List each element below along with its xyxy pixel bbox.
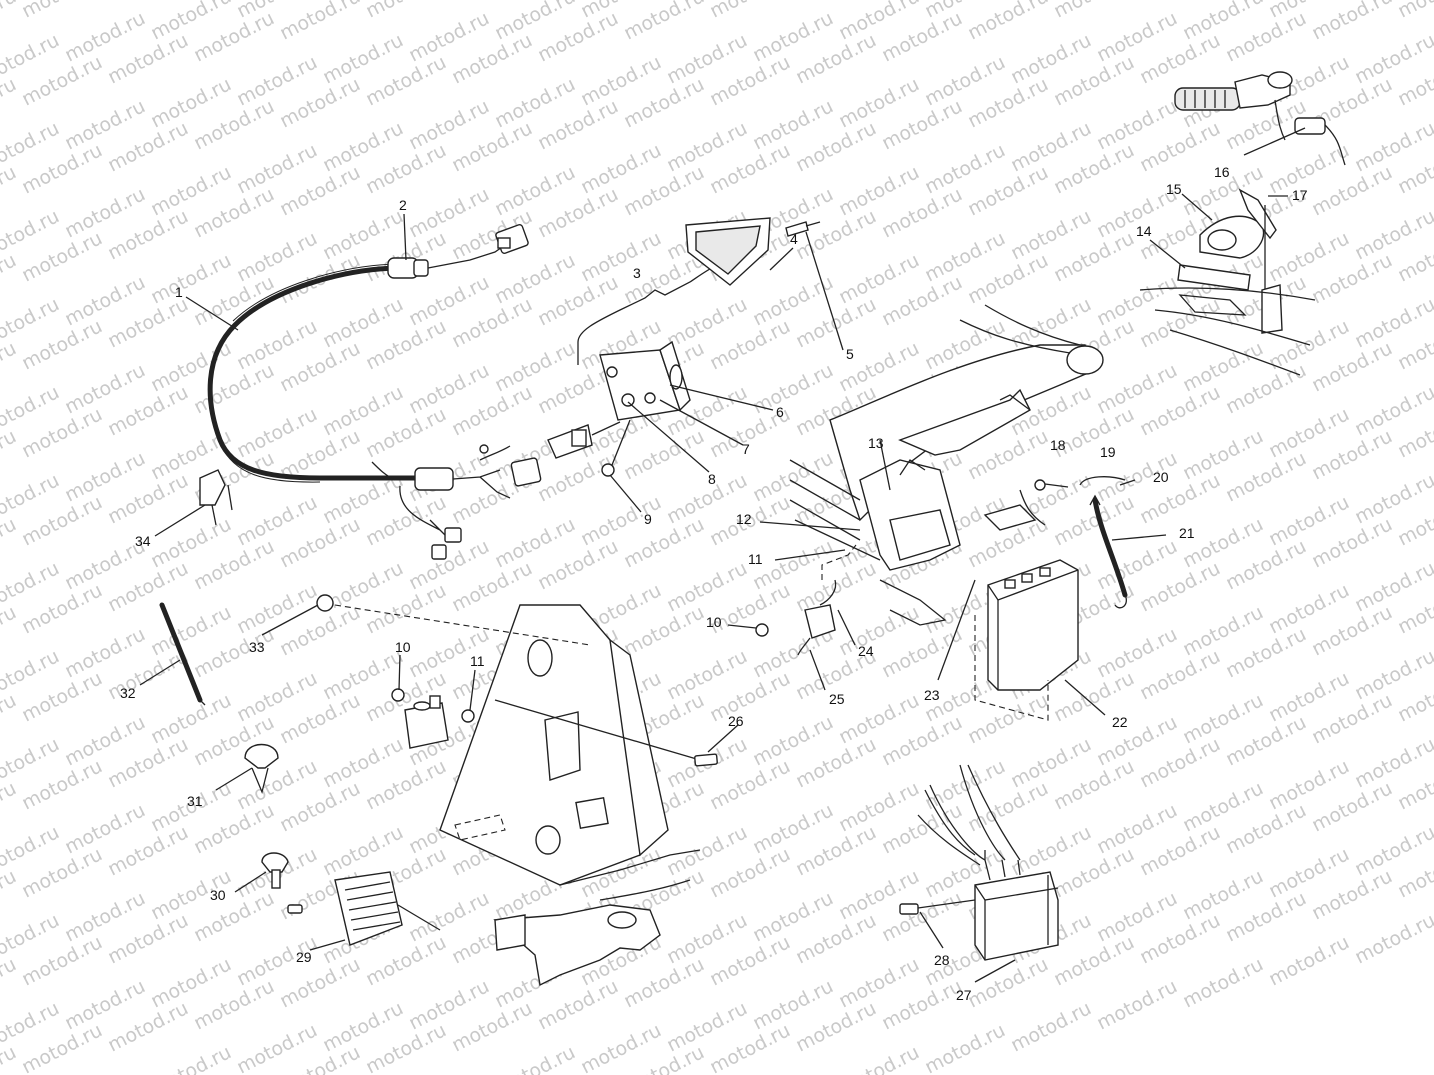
watermark-text: motod.ru <box>0 513 20 572</box>
callout-19: 19 <box>1100 444 1116 460</box>
callout-29: 29 <box>296 949 312 965</box>
callout-2: 2 <box>399 197 407 213</box>
watermark-text: motod.ru <box>1308 0 1396 44</box>
relay-part-25 <box>755 544 857 656</box>
handlebar-controls <box>1139 71 1346 376</box>
battery-part-22 <box>974 479 1079 721</box>
callout-10-left: 10 <box>395 639 411 655</box>
callout-4: 4 <box>790 231 798 247</box>
watermark-text: motod.ru <box>964 0 1052 44</box>
watermark-text: motod.ru <box>706 0 794 22</box>
callout-31: 31 <box>187 793 203 809</box>
callout-17: 17 <box>1292 187 1308 203</box>
callout-33: 33 <box>249 639 265 655</box>
callout-20: 20 <box>1153 469 1169 485</box>
callout-27: 27 <box>956 987 972 1003</box>
wiring-harness-part-1 <box>207 224 542 560</box>
watermark-text: motod.ru <box>0 601 20 660</box>
watermark-text: motod.ru <box>1351 909 1434 968</box>
callout-13: 13 <box>868 435 884 451</box>
callout-23: 23 <box>924 687 940 703</box>
callout-16: 16 <box>1214 164 1230 180</box>
callout-26: 26 <box>728 713 744 729</box>
watermark-text: motod.ru <box>362 0 450 22</box>
callout-24: 24 <box>858 643 874 659</box>
callout-7: 7 <box>742 441 750 457</box>
watermark-text: motod.ru <box>0 777 20 836</box>
watermark-text: motod.ru <box>0 337 20 396</box>
watermark-text: motod.ru <box>147 1041 235 1075</box>
watermark-text: motod.ru <box>1007 997 1095 1056</box>
callout-32: 32 <box>120 685 136 701</box>
callout-18: 18 <box>1050 437 1066 453</box>
callout-34: 34 <box>135 533 151 549</box>
callout-6: 6 <box>776 404 784 420</box>
callout-21: 21 <box>1179 525 1195 541</box>
callout-11-right: 11 <box>748 551 763 567</box>
watermark-text: motod.ru <box>0 249 20 308</box>
watermark-text: motod.ru <box>0 953 20 1012</box>
callout-28: 28 <box>934 952 950 968</box>
watermark-text: motod.ru <box>0 425 20 484</box>
callout-3: 3 <box>633 265 641 281</box>
callout-14: 14 <box>1136 223 1152 239</box>
callout-9: 9 <box>644 511 652 527</box>
callout-leaders <box>139 127 1306 983</box>
watermark-text: motod.ru <box>1265 931 1353 990</box>
watermark-text: motod.ru <box>835 1041 923 1075</box>
watermark-text: motod.ru <box>0 689 20 748</box>
mounting-panel <box>316 594 718 886</box>
callout-25: 25 <box>829 691 845 707</box>
callout-11-left: 11 <box>470 653 485 669</box>
callout-15: 15 <box>1166 181 1182 197</box>
watermark-text: motod.ru <box>0 1041 20 1075</box>
frame-lower <box>493 849 701 987</box>
callout-10-right: 10 <box>706 614 722 630</box>
watermark-text: motod.ru <box>1394 0 1434 22</box>
watermark-text: motod.ru <box>0 865 20 924</box>
voltage-regulator-part-27 <box>899 764 1059 961</box>
watermark-text: motod.ru <box>1093 975 1181 1034</box>
watermark-text: motod.ru <box>0 73 20 132</box>
callout-30: 30 <box>210 887 226 903</box>
battery-cables <box>1079 476 1128 609</box>
watermark-text: motod.ru <box>0 161 20 220</box>
frame <box>789 304 1104 626</box>
watermark-text: motod.ru <box>1179 953 1267 1012</box>
callout-12: 12 <box>736 511 752 527</box>
watermark-text: motod.ru <box>491 1041 579 1075</box>
callout-1: 1 <box>175 284 183 300</box>
callout-8: 8 <box>708 471 716 487</box>
watermark-text: motod.ru <box>620 0 708 44</box>
callout-labels: 1 2 3 4 5 6 7 8 9 10 10 11 11 12 13 14 1… <box>120 164 1308 1003</box>
watermark-text: motod.ru <box>18 0 106 22</box>
small-fasteners <box>159 469 441 946</box>
watermark-text: motod.ru <box>0 0 20 44</box>
callout-22: 22 <box>1112 714 1128 730</box>
watermark-text: motod.ru <box>1050 0 1138 22</box>
watermark-text: motod.ru <box>921 1019 1009 1075</box>
tail-light-assembly <box>547 217 821 477</box>
watermark-text: motod.ru <box>276 0 364 44</box>
callout-5: 5 <box>846 346 854 362</box>
